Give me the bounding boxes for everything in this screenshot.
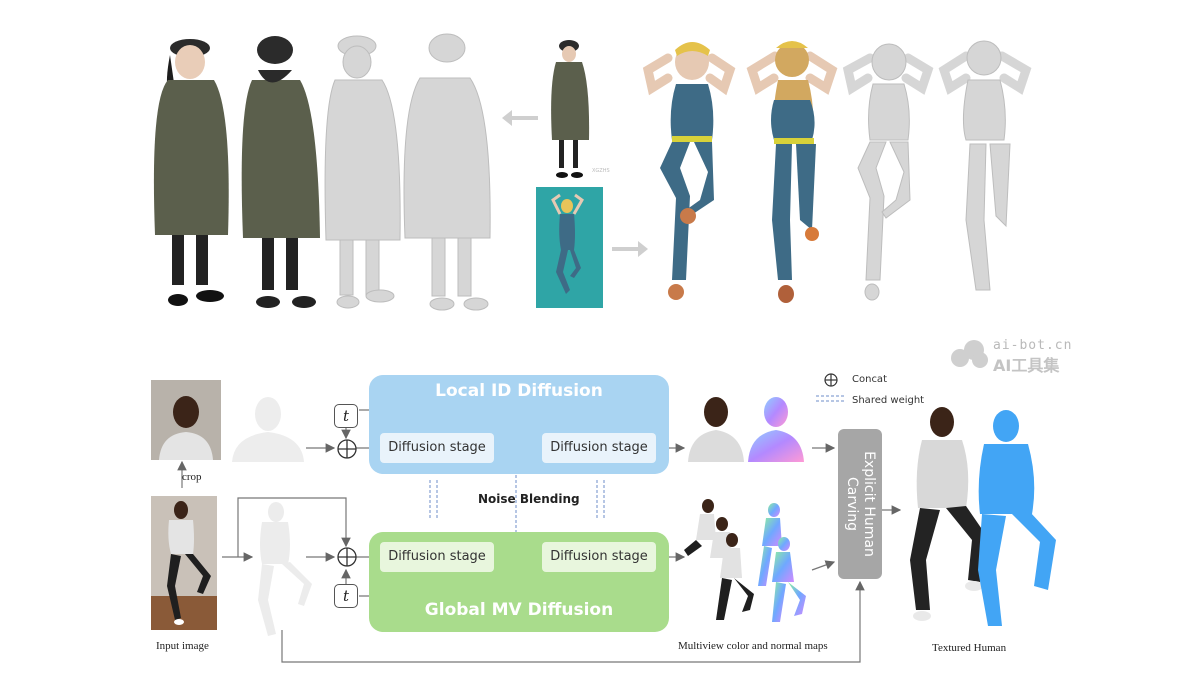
timestep-top: t (334, 404, 358, 428)
body-mesh-guide (258, 502, 312, 636)
overall-girl-color-back (746, 41, 838, 303)
cropped-face-photo (151, 380, 221, 460)
multiview-caption: Multiview color and normal maps (678, 640, 828, 652)
arrow-right-icon (612, 241, 648, 257)
explicit-human-carving-box: Explicit Human Carving (838, 429, 882, 579)
textured-human-caption: Textured Human (932, 642, 1007, 654)
crop-caption: crop (182, 471, 202, 483)
top-gallery (153, 33, 1032, 311)
local-id-diffusion-title: Local ID Diffusion (435, 381, 603, 401)
watermark-name: AI工具集 (993, 356, 1060, 375)
input-image-caption: Input image (156, 640, 209, 652)
carving-label-line1: Explicit Human (861, 451, 877, 557)
image-tag: XGZHS (592, 168, 610, 174)
input-photo-coat-woman (551, 40, 590, 178)
diffusion-stage-global-2: Diffusion stage (542, 542, 656, 572)
legend (816, 373, 846, 402)
concat-bottom-icon (337, 547, 357, 567)
local-output-color (688, 397, 744, 462)
overall-girl-mesh-front (842, 43, 934, 301)
coat-woman-mesh-back (403, 33, 491, 311)
diffusion-stage-local-2: Diffusion stage (542, 433, 656, 463)
watermark-logo-icon (951, 340, 988, 368)
diffusion-stage-global-1: Diffusion stage (380, 542, 494, 572)
timestep-bottom: t (334, 584, 358, 608)
coat-woman-color-back (241, 36, 320, 308)
global-mv-diffusion-title: Global MV Diffusion (424, 600, 614, 620)
concat-top-icon (337, 439, 357, 459)
legend-shared-weight-label: Shared weight (852, 395, 925, 406)
multiview-maps (684, 499, 806, 627)
diffusion-stage-local-1: Diffusion stage (380, 433, 494, 463)
overall-girl-color-front (642, 42, 736, 300)
input-image-photo (151, 496, 217, 630)
local-output-normal (748, 397, 804, 462)
carving-label-line2: Carving (844, 476, 860, 532)
noise-blending-label: Noise Blending (478, 492, 580, 506)
overall-girl-mesh-back (938, 40, 1032, 291)
upper-body-mesh (232, 397, 304, 462)
legend-concat-label: Concat (852, 374, 887, 385)
watermark-url: ai-bot.cn (993, 338, 1073, 353)
textured-human-output (910, 407, 1056, 626)
coat-woman-color-front (153, 39, 229, 306)
arrow-left-icon (502, 110, 538, 126)
coat-woman-mesh-front (324, 35, 401, 309)
